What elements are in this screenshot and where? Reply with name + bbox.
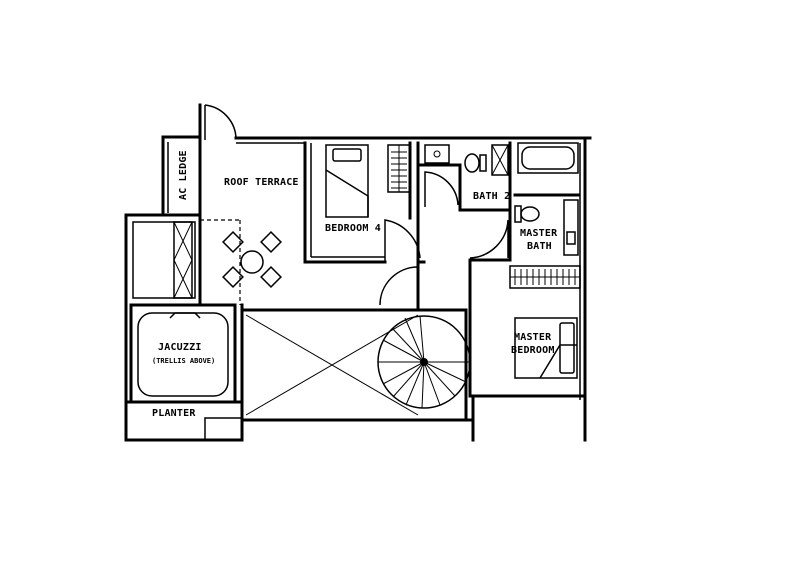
terrace-door	[200, 104, 241, 305]
bedroom-4-walls	[303, 141, 421, 264]
master-bath-label-line1: MASTER	[520, 228, 558, 239]
master-bath-label-line2: BATH	[527, 241, 552, 252]
void-and-stairs	[240, 308, 471, 422]
master-bedroom-label-line1: MASTER	[514, 332, 552, 343]
wardrobe-bedroom-4	[387, 144, 411, 193]
wardrobe-master	[509, 265, 581, 289]
planter-label: PLANTER	[152, 408, 196, 419]
bed-bedroom-4	[325, 144, 369, 218]
master-bedroom-label-line2: BEDROOM	[511, 345, 555, 356]
bedroom-4-label: BEDROOM 4	[325, 223, 381, 234]
ac-ledge-label: AC LEDGE	[178, 150, 189, 200]
bed-master	[514, 317, 578, 379]
trellis-label: (TRELLIS ABOVE)	[152, 357, 215, 365]
master-bath-fixtures	[513, 142, 580, 256]
bath-2-label: BATH 2	[473, 191, 510, 202]
jacuzzi-label: JACUZZI	[158, 342, 202, 353]
corridor-walls	[379, 141, 512, 398]
bath-2-fixtures	[424, 144, 509, 176]
dining-set	[222, 231, 282, 288]
jacuzzi-area	[124, 221, 244, 442]
outer-walls	[124, 103, 592, 442]
roof-terrace-label: ROOF TERRACE	[224, 177, 299, 188]
